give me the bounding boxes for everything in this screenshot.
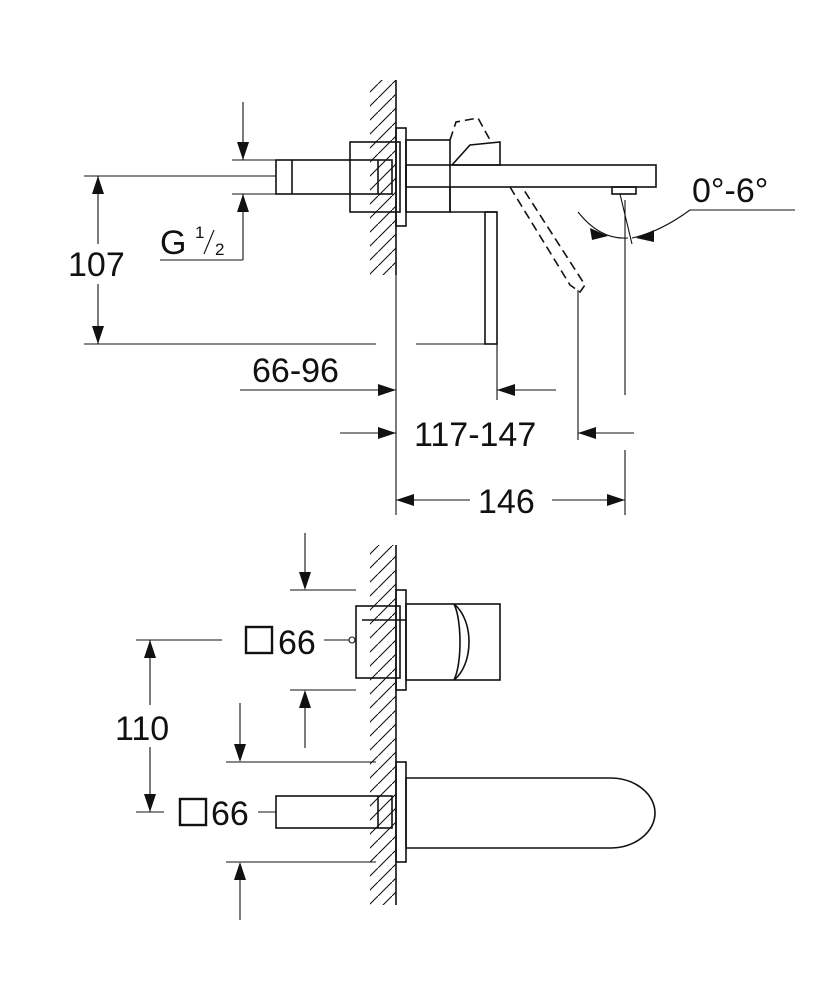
aerator	[611, 186, 637, 195]
dim-wall-depth-label: 66-96	[252, 352, 339, 390]
valve-handle	[405, 603, 501, 681]
spout-front	[405, 777, 656, 849]
spout	[405, 164, 657, 188]
lever-down-handle	[484, 211, 498, 345]
dim-angle-label: 0°-6°	[692, 172, 768, 210]
front-view: 66 110 66	[112, 533, 656, 920]
square-size-lower-label: 66	[211, 795, 249, 833]
dim-height-label: 107	[68, 246, 125, 284]
lever-dashed-up	[449, 117, 491, 141]
thread-denominator: 2	[215, 240, 224, 259]
mixer-body	[405, 139, 451, 213]
valve-rough-in	[355, 605, 401, 679]
inlet-stub	[275, 159, 393, 195]
dim-spacing-label: 110	[115, 710, 169, 748]
spout-escutcheon	[395, 761, 407, 863]
square-symbol-lower	[178, 797, 208, 827]
lever-dashed-swing	[509, 186, 586, 294]
valve-escutcheon	[395, 589, 407, 691]
thread-numerator: 1	[195, 223, 204, 242]
dim-spout-length-label: 146	[478, 483, 535, 521]
square-symbol-upper	[244, 625, 274, 655]
dim-lever-reach-label: 117-147	[414, 416, 536, 454]
thread-main-label: G	[160, 224, 186, 262]
square-size-upper-label: 66	[278, 624, 316, 662]
lever-solid	[450, 141, 501, 166]
side-view: 107 G 1 2 66-96 117-147	[62, 80, 795, 521]
rough-in-body	[349, 141, 401, 213]
valve-lever-curve	[453, 603, 470, 681]
wall-hatch-lower	[370, 545, 396, 905]
